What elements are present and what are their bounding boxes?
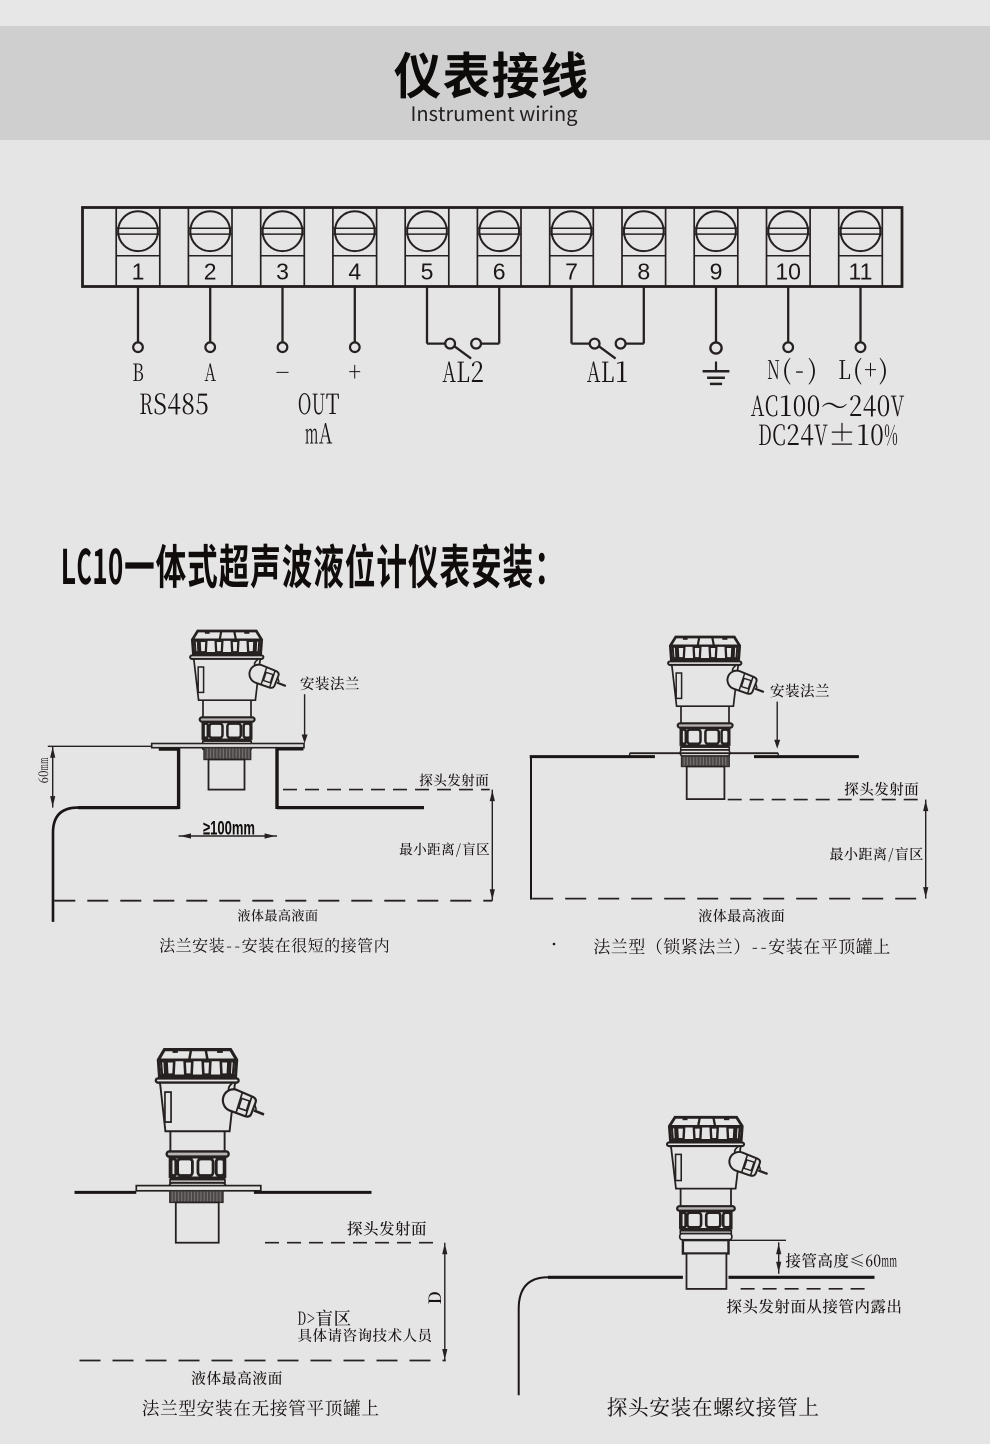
svg-text:7: 7 bbox=[565, 259, 578, 285]
svg-text:5: 5 bbox=[421, 259, 434, 285]
svg-text:2: 2 bbox=[204, 259, 217, 285]
svg-text:9: 9 bbox=[710, 259, 723, 285]
svg-text:1: 1 bbox=[132, 259, 145, 285]
svg-text:3: 3 bbox=[276, 259, 289, 285]
svg-text:11: 11 bbox=[849, 259, 873, 285]
svg-text:8: 8 bbox=[637, 259, 650, 285]
svg-text:6: 6 bbox=[493, 259, 506, 285]
svg-text:4: 4 bbox=[348, 259, 361, 285]
svg-text:≥100mm: ≥100mm bbox=[203, 819, 255, 840]
svg-text:10: 10 bbox=[775, 259, 801, 285]
